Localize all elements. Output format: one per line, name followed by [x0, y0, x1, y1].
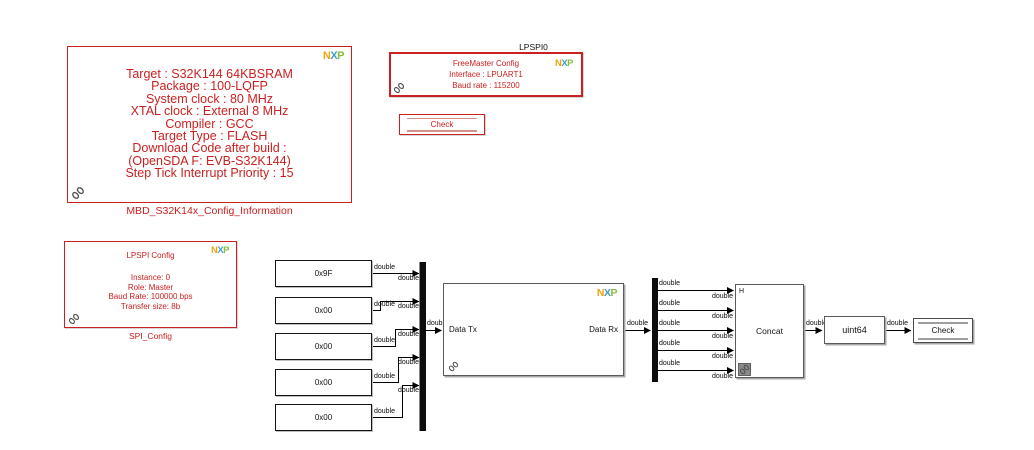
- check-top-rule: [407, 117, 477, 119]
- constant-block[interactable]: 0x00: [275, 296, 372, 324]
- signal-type-label: double: [711, 313, 733, 320]
- config-info-line: System clock : 80 MHz: [145, 91, 274, 106]
- lpspi-config-line: Instance: 0: [130, 273, 171, 282]
- nxp-logo-icon: NXP: [210, 245, 230, 256]
- freemaster-config-line: Baud rate : 115200: [452, 81, 520, 90]
- signal-type-label: double: [397, 387, 419, 394]
- mux-bar[interactable]: [419, 262, 427, 431]
- freemaster-config-line: Interface : LPUART1: [449, 70, 523, 79]
- signal-type-label: double: [711, 353, 733, 360]
- config-info-line: Compiler : GCC: [165, 116, 254, 131]
- lpspi-config-line: Baud Rate: 100000 bps: [108, 292, 193, 301]
- check-block-right[interactable]: Check: [913, 318, 973, 343]
- library-link-icon: [71, 186, 85, 200]
- constant-value: 0x00: [314, 305, 333, 315]
- constant-value: 0x00: [314, 342, 333, 351]
- signal-type-label: double: [374, 337, 396, 344]
- library-link-icon: [393, 82, 405, 94]
- config-info-line: Package : 100-LQFP: [151, 79, 268, 94]
- signal-type-label: double: [374, 408, 396, 415]
- spi-config-caption: SPI_Config: [129, 331, 172, 341]
- signal-type-label: double: [397, 303, 419, 310]
- lpspi-config-title: LPSPI Config: [126, 251, 175, 260]
- signal-wire[interactable]: [372, 298, 420, 311]
- check-label: Check: [931, 326, 955, 335]
- signal-type-label: double: [659, 320, 681, 327]
- signal-type-label: double: [711, 373, 733, 380]
- uint64-label: uint64: [842, 325, 867, 335]
- constant-block[interactable]: 0x9F: [275, 260, 372, 287]
- signal-type-label: double: [806, 320, 828, 327]
- config-info-line: XTAL clock : External 8 MHz: [130, 104, 289, 119]
- check-top-rule: [918, 321, 968, 324]
- library-link-icon: [68, 313, 80, 325]
- signal-type-label: double: [427, 320, 449, 327]
- nxp-logo-icon: NXP: [554, 58, 574, 69]
- signal-type-label: double: [374, 373, 396, 380]
- signal-type-label: double: [397, 331, 419, 338]
- signal-type-label: double: [711, 293, 733, 300]
- constant-block[interactable]: 0x00: [275, 333, 372, 360]
- signal-type-label: double: [374, 301, 396, 308]
- signal-type-label: double: [659, 340, 681, 347]
- signal-type-label: double: [887, 320, 909, 327]
- constant-block[interactable]: 0x00: [275, 404, 372, 431]
- config-info-line: (OpenSDA F: EVB-S32K144): [128, 153, 291, 168]
- signal-type-label: double: [627, 320, 649, 327]
- constant-value: 0x9F: [314, 269, 333, 278]
- lpspi-config-line: Transfer size: 8b: [120, 301, 181, 311]
- signal-wire[interactable]: [372, 354, 420, 383]
- library-link-badge: [737, 362, 751, 376]
- signal-type-label: double: [659, 300, 681, 307]
- signal-type-label: double: [374, 264, 396, 271]
- signal-wire[interactable]: [372, 382, 420, 418]
- data-tx-port-label: Data Tx: [449, 325, 477, 334]
- check-label: Check: [430, 120, 454, 129]
- lpspi0-title: LPSPI0: [519, 42, 548, 52]
- signal-type-label: double: [659, 280, 681, 287]
- nxp-logo-icon: NXP: [596, 287, 618, 299]
- concat-block[interactable]: H Concat: [735, 284, 804, 378]
- constant-value: 0x00: [314, 377, 333, 387]
- demux-bar[interactable]: [652, 278, 658, 382]
- uint64-block[interactable]: uint64: [824, 316, 885, 344]
- signal-type-label: double: [397, 275, 419, 282]
- nxp-logo-icon: NXP: [322, 50, 345, 62]
- check-bottom-rule: [407, 130, 477, 132]
- data-rx-port-label: Data Rx: [589, 325, 618, 334]
- lpspi-config-line: Role: Master: [127, 282, 174, 292]
- signal-type-label: double: [711, 333, 733, 340]
- signal-wire[interactable]: [372, 326, 420, 347]
- config-info-line: Target Type : FLASH: [151, 129, 268, 144]
- mbd-config-caption: MBD_S32K14x_Config_Information: [126, 205, 293, 217]
- constant-value: 0x00: [314, 413, 333, 422]
- constant-block[interactable]: 0x00: [275, 368, 372, 396]
- config-info-line: Download Code after build :: [132, 141, 287, 156]
- lpspi0-block[interactable]: NXP Data Tx LPSPI0 Data Rx: [443, 42, 624, 376]
- config-info-line: Target : S32K144 64KBSRAM: [126, 67, 293, 81]
- check-bottom-rule: [918, 337, 968, 340]
- library-link-icon: [738, 363, 750, 375]
- signal-type-label: double: [397, 359, 419, 366]
- signal-type-label: double: [659, 360, 681, 367]
- check-block-top[interactable]: Check: [399, 114, 485, 135]
- concat-title: Concat: [756, 326, 783, 336]
- library-link-icon: [448, 361, 459, 372]
- concat-port-h-label: H: [739, 288, 745, 295]
- freemaster-config-line: FreeMaster Config: [452, 59, 520, 68]
- config-info-line: Step Tick Interrupt Priority : 15: [125, 166, 294, 181]
